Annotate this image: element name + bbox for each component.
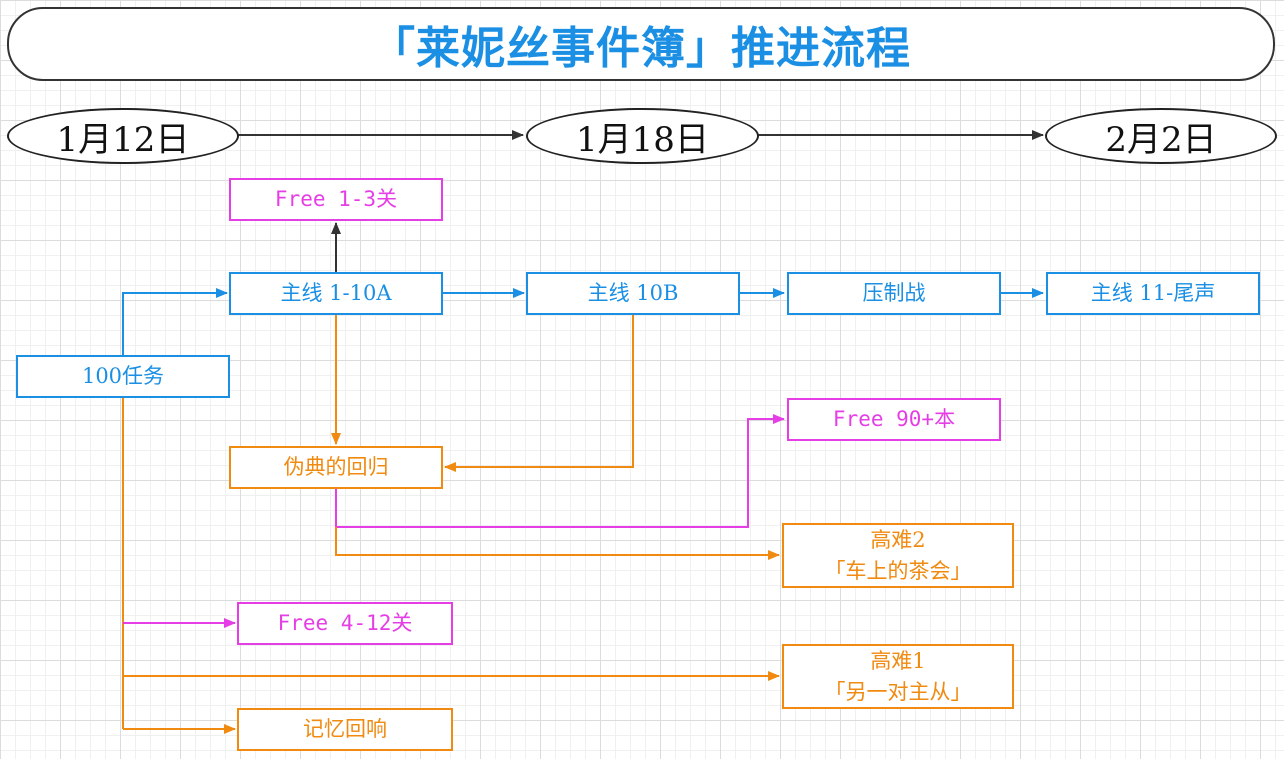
node-hard-2-subtitle: 「车上的茶会」 xyxy=(824,558,972,583)
node-hard-2: 高难2 「车上的茶会」 xyxy=(782,523,1014,588)
node-main-1-10a: 主线 1-10A xyxy=(229,272,443,315)
node-main-11-end-label: 主线 11-尾声 xyxy=(1090,281,1216,306)
date-jan-18: 1月18日 xyxy=(526,108,759,164)
node-pseudo-return: 伪典的回归 xyxy=(229,446,443,489)
node-free-1-3: Free 1-3关 xyxy=(229,178,443,221)
node-task-100: 100任务 xyxy=(16,355,230,398)
node-hard-1: 高难1 「另一对主从」 xyxy=(782,644,1014,709)
node-hard-1-subtitle: 「另一对主从」 xyxy=(824,679,972,704)
arrow-10b-to-pseudo xyxy=(444,315,634,472)
node-task-100-label: 100任务 xyxy=(81,364,165,389)
node-hard-2-title: 高难2 xyxy=(870,528,926,553)
node-free-4-12: Free 4-12关 xyxy=(237,602,453,645)
node-memory-echo-label: 记忆回响 xyxy=(303,717,387,742)
node-suppression-battle-label: 压制战 xyxy=(862,281,926,306)
node-main-10b-label: 主线 10B xyxy=(587,281,679,306)
arrow-pseudo-to-free90 xyxy=(335,414,785,528)
node-free-4-12-label: Free 4-12关 xyxy=(277,611,413,636)
node-main-1-10a-label: 主线 1-10A xyxy=(280,281,392,306)
arrow-task100-to-main xyxy=(122,288,228,355)
date-feb-2: 2月2日 xyxy=(1045,108,1277,164)
node-free-90: Free 90+本 xyxy=(787,398,1001,441)
arrow-pseudo-to-hard2 xyxy=(335,527,780,560)
node-memory-echo: 记忆回响 xyxy=(237,708,453,751)
node-pseudo-return-label: 伪典的回归 xyxy=(283,455,389,480)
node-main-11-end: 主线 11-尾声 xyxy=(1046,272,1260,315)
date-jan-12: 1月12日 xyxy=(7,108,239,164)
node-free-90-label: Free 90+本 xyxy=(832,407,956,432)
node-suppression-battle: 压制战 xyxy=(787,272,1001,315)
node-free-1-3-label: Free 1-3关 xyxy=(274,187,398,212)
node-hard-1-title: 高难1 xyxy=(870,649,926,674)
page-title: 「莱妮丝事件簿」推进流程 xyxy=(7,7,1275,81)
node-main-10b: 主线 10B xyxy=(526,272,740,315)
